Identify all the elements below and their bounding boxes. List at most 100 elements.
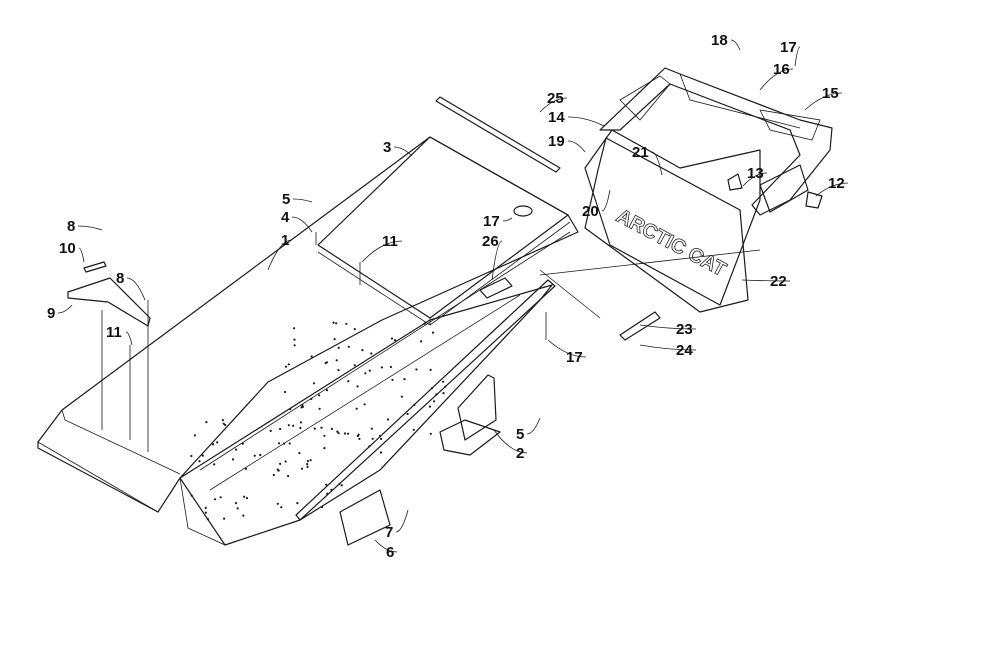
rivet-hole bbox=[204, 506, 207, 509]
rivet-hole bbox=[287, 363, 290, 366]
rivet-hole bbox=[299, 421, 302, 424]
leader-line bbox=[292, 198, 313, 203]
rivet-hole bbox=[219, 496, 222, 499]
rivet-hole bbox=[370, 427, 373, 430]
leader-line bbox=[491, 240, 503, 281]
rivet-hole bbox=[370, 352, 373, 355]
tunnel-top-part-3 bbox=[317, 136, 571, 326]
rivet-hole bbox=[379, 451, 383, 454]
rivet-hole bbox=[306, 465, 309, 468]
leader-line bbox=[815, 182, 849, 197]
rivet-hole bbox=[216, 441, 219, 444]
rivet-hole bbox=[343, 432, 347, 435]
rivet-hole bbox=[301, 467, 304, 470]
rivet-hole bbox=[371, 437, 374, 440]
leader-line bbox=[78, 247, 85, 263]
rivet-hole bbox=[423, 322, 426, 325]
rivet-hole bbox=[378, 434, 382, 437]
callout-8: 8 bbox=[116, 270, 124, 287]
callout-13: 13 bbox=[747, 165, 764, 182]
rivet-hole bbox=[333, 338, 336, 341]
leader-line bbox=[395, 509, 409, 533]
callout-24: 24 bbox=[676, 342, 693, 359]
callout-17: 17 bbox=[780, 39, 797, 56]
rivet-hole bbox=[355, 407, 358, 410]
rivet-hole bbox=[213, 498, 217, 501]
rivet-hole bbox=[276, 502, 279, 505]
rivet-hole bbox=[420, 340, 423, 343]
callout-1: 1 bbox=[281, 232, 289, 249]
rivet-hole bbox=[336, 430, 339, 433]
rivet-hole bbox=[276, 468, 279, 471]
rivet-hole bbox=[306, 463, 309, 466]
rivet-hole bbox=[193, 434, 196, 437]
rivet-hole bbox=[356, 385, 359, 388]
rivet-hole bbox=[289, 407, 292, 411]
leader-line bbox=[393, 146, 413, 157]
rivet-hole bbox=[231, 458, 235, 461]
rivet-hole bbox=[325, 389, 329, 392]
rivet-hole bbox=[284, 460, 287, 463]
rivet-hole bbox=[241, 442, 244, 445]
callout-11: 11 bbox=[106, 324, 122, 341]
leader-line bbox=[547, 339, 587, 358]
rivet-hole bbox=[279, 427, 282, 431]
rivet-hole bbox=[368, 369, 371, 372]
rivet-hole bbox=[442, 380, 445, 383]
rivet-hole bbox=[288, 442, 291, 445]
rivet-hole bbox=[234, 502, 238, 505]
rivet-hole bbox=[364, 372, 367, 375]
rivet-hole bbox=[391, 378, 394, 381]
leader-line bbox=[601, 189, 611, 212]
rivet-hole bbox=[243, 495, 246, 498]
rivet-hole bbox=[221, 419, 224, 422]
leader-line bbox=[77, 225, 103, 231]
rivet-hole bbox=[353, 364, 356, 367]
rivet-holes bbox=[190, 321, 447, 521]
rivet-hole bbox=[340, 484, 343, 487]
rivet-hole bbox=[429, 432, 432, 435]
rivet-hole bbox=[272, 473, 275, 477]
callout-17: 17 bbox=[483, 213, 500, 230]
rivet-hole bbox=[313, 427, 316, 430]
rivet-hole bbox=[363, 403, 366, 406]
rivet-hole bbox=[201, 454, 204, 457]
rivet-hole bbox=[390, 337, 394, 340]
callout-14: 14 bbox=[548, 109, 565, 126]
rivet-hole bbox=[310, 355, 313, 358]
rivet-hole bbox=[323, 434, 326, 437]
rivet-hole bbox=[318, 407, 321, 410]
leader-line bbox=[361, 240, 403, 263]
rivet-hole bbox=[224, 423, 227, 427]
rivet-hole bbox=[347, 345, 350, 348]
plate-part-23 bbox=[619, 311, 661, 341]
rivet-hole bbox=[296, 502, 299, 505]
decal-part-26 bbox=[479, 277, 513, 299]
rivet-hole bbox=[198, 460, 201, 463]
rivet-hole bbox=[235, 448, 238, 451]
rivet-hole bbox=[283, 442, 286, 445]
tunnel-part-1 bbox=[37, 136, 579, 546]
leader-line bbox=[804, 92, 843, 111]
rivet-hole bbox=[428, 405, 432, 408]
callout-2: 2 bbox=[516, 445, 524, 462]
leader-line bbox=[291, 216, 313, 233]
callout-10: 10 bbox=[59, 240, 76, 257]
callout-21: 21 bbox=[632, 144, 649, 161]
rivet-hole bbox=[429, 368, 432, 371]
rivet-hole bbox=[259, 453, 262, 457]
callout-20: 20 bbox=[582, 203, 599, 220]
rivet-hole bbox=[223, 517, 226, 520]
rivet-hole bbox=[345, 322, 348, 325]
rivet-hole bbox=[321, 505, 324, 509]
leader-line bbox=[567, 116, 605, 127]
rivet-hole bbox=[190, 494, 193, 497]
rivet-hole bbox=[442, 392, 445, 395]
rivet-hole bbox=[190, 454, 193, 458]
leader-line bbox=[125, 331, 133, 346]
leader-line bbox=[741, 279, 791, 282]
rivet-hole bbox=[318, 394, 321, 397]
rivet-hole bbox=[353, 328, 356, 331]
rivet-hole bbox=[430, 387, 434, 390]
embossed-text: ARCTIC CAT bbox=[613, 205, 730, 281]
